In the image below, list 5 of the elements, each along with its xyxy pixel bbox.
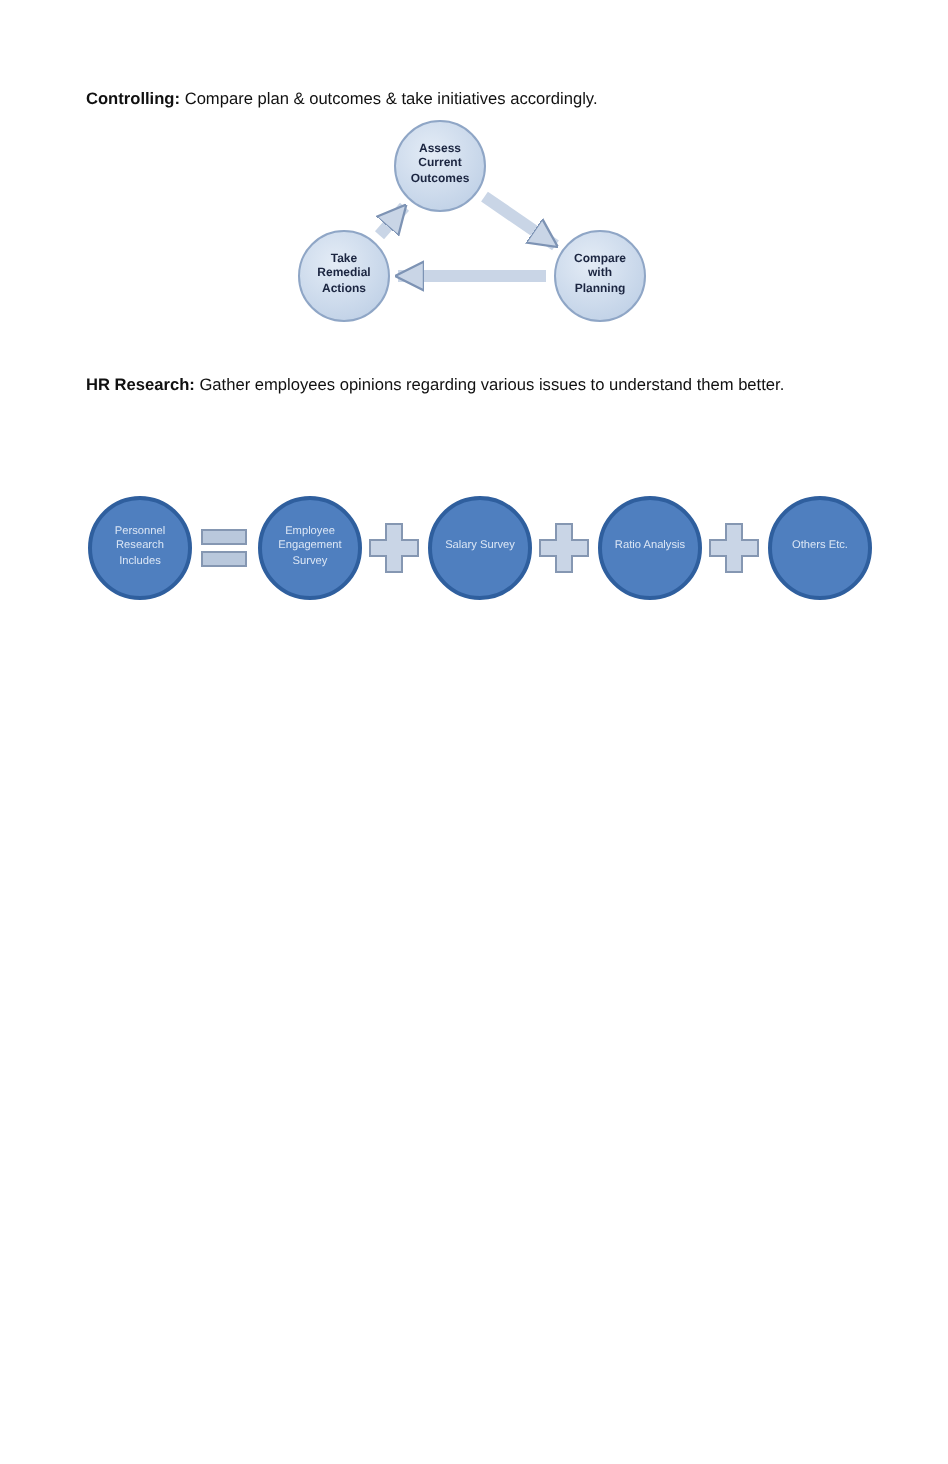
heading-sentence: Controlling: Compare plan & outcomes & take initiatives accordingly. — [86, 88, 598, 108]
block-arrow — [375, 202, 409, 240]
block-arrow — [393, 260, 546, 292]
block-arrow — [481, 191, 560, 251]
heading-sentence: HR Research: Gather employees opinions regarding various issues to understand them better. — [86, 374, 785, 394]
